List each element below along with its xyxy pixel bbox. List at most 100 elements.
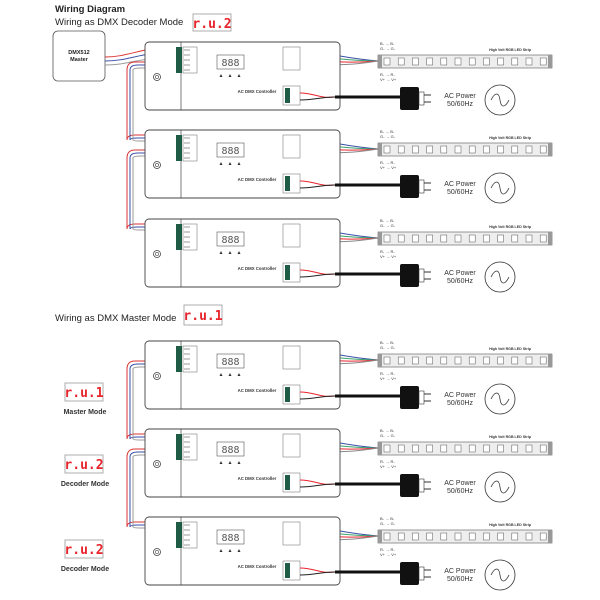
strip-pin-label: B- → B- [380, 428, 395, 433]
button-icon[interactable] [228, 74, 232, 77]
controller-label: AC DMX Controller [238, 388, 277, 393]
power-plug-icon [400, 474, 431, 497]
strip-pin-label: R- → R- [380, 160, 395, 165]
dmx-link-wire [132, 366, 176, 441]
ac-power-label: AC Power [444, 392, 476, 399]
rgb-led-strip [377, 441, 553, 456]
strip-label: High Volt RGB LED Strip [489, 347, 532, 351]
led-display: 888 [221, 146, 239, 157]
power-plug-icon [400, 562, 431, 585]
strip-pin-label: V+ → V+ [380, 165, 397, 170]
button-icon[interactable] [228, 162, 232, 165]
ac-power-label: AC Power [444, 480, 476, 487]
output-terminal [282, 46, 301, 71]
led-chip [426, 356, 433, 365]
strip-pin-label: B- → B- [380, 516, 395, 521]
led-chip [426, 532, 433, 541]
button-icon[interactable] [237, 162, 241, 165]
button-icon[interactable] [237, 373, 241, 376]
output-terminal [282, 521, 301, 546]
dmx-terminal-block [176, 224, 182, 250]
led-display: 888 [221, 58, 239, 69]
led-display: 888 [221, 357, 239, 368]
led-chip [440, 57, 448, 66]
controller-label: AC DMX Controller [238, 564, 277, 569]
ac-sine-icon [484, 84, 516, 116]
dmx-link-wire [129, 152, 176, 230]
rgb-led-strip [377, 231, 553, 246]
led-chip [539, 356, 547, 365]
button-icon[interactable] [219, 461, 223, 464]
strip-label: High Volt RGB LED Strip [489, 435, 532, 439]
dmx-link-wire [129, 451, 176, 528]
dmx-terminal-block [176, 47, 182, 73]
mode-display: r.u.2 [64, 458, 103, 473]
led-chip [397, 444, 405, 453]
led-chip [440, 234, 448, 243]
strip-pin-label: G- → G- [380, 134, 396, 139]
master-mode-display: r.u.1 [183, 304, 223, 326]
strip-pin-label: R- → R- [380, 371, 395, 376]
mode-display: r.u.1 [64, 386, 103, 401]
button-icon[interactable] [219, 74, 223, 77]
led-chip [483, 532, 490, 541]
button-icon[interactable] [228, 251, 232, 254]
dmx-link-wire [126, 61, 176, 141]
button-icon[interactable] [237, 461, 241, 464]
button-icon[interactable] [237, 74, 241, 77]
dmx-terminal-block [176, 346, 182, 372]
led-chip [383, 145, 391, 154]
output-terminal [282, 134, 301, 159]
strip-pin-label: G- → G- [380, 223, 396, 228]
led-chip [454, 356, 462, 365]
strip-pin-label: B- → B- [380, 218, 395, 223]
dmx-link-wire [132, 155, 176, 231]
button-icon[interactable] [219, 251, 223, 254]
ac-power-frequency: 50/60Hz [447, 488, 474, 495]
button-icon[interactable] [237, 549, 241, 552]
power-plug-icon [400, 264, 431, 287]
led-chip [539, 57, 547, 66]
led-chip [412, 57, 419, 66]
led-chip [412, 234, 419, 243]
strip-label: High Volt RGB LED Strip [489, 48, 532, 52]
led-chip [539, 234, 547, 243]
led-chip [497, 57, 504, 66]
output-terminal [282, 345, 301, 370]
led-chip [468, 532, 476, 541]
diagram-title: Wiring Diagram [55, 4, 125, 15]
button-icon[interactable] [219, 373, 223, 376]
dmx-terminal-block [176, 135, 182, 161]
mode-display: r.u.2 [64, 543, 103, 558]
button-icon[interactable] [219, 162, 223, 165]
led-chip [383, 57, 391, 66]
ac-dmx-controller: 888 AC DMX Controller [144, 340, 341, 410]
strip-pin-label: R- → R- [380, 249, 395, 254]
mounting-hole [153, 372, 161, 380]
button-icon[interactable] [237, 251, 241, 254]
output-terminal [282, 223, 301, 248]
led-chip [483, 57, 490, 66]
led-chip [383, 444, 391, 453]
strip-pin-label: G- → G- [380, 433, 396, 438]
master-section-label: Wiring as DMX Master Mode [55, 313, 176, 324]
mounting-hole [153, 250, 161, 258]
button-icon[interactable] [228, 549, 232, 552]
led-chip [426, 444, 433, 453]
button-icon[interactable] [228, 373, 232, 376]
svg-text:r.u.2: r.u.2 [192, 17, 231, 32]
led-chip [483, 356, 490, 365]
button-icon[interactable] [228, 461, 232, 464]
dmx-daisy-chain-wires [104, 46, 177, 529]
button-icon[interactable] [219, 549, 223, 552]
ac-power-frequency: 50/60Hz [447, 400, 474, 407]
power-plug-icon [400, 87, 431, 110]
